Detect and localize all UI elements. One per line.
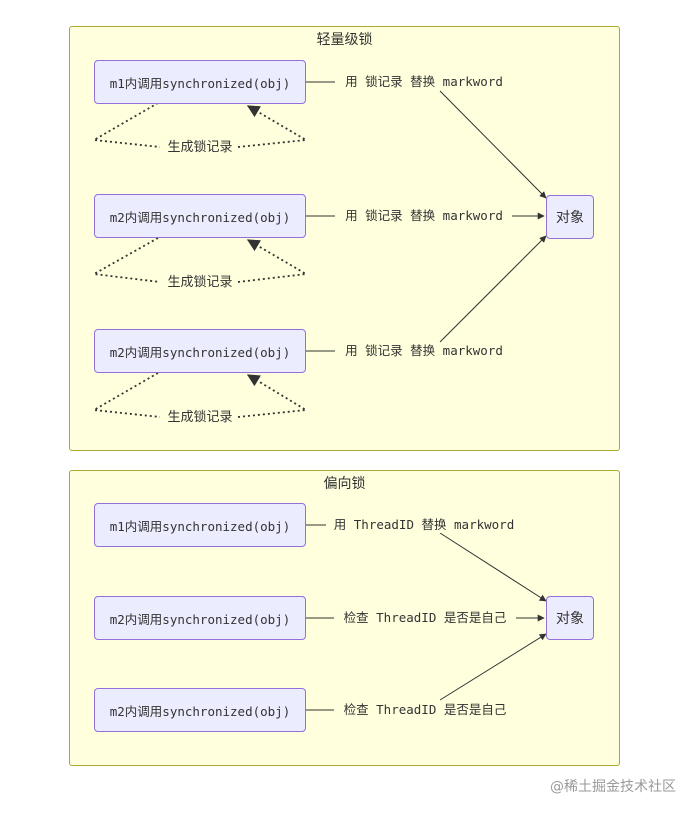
- b-call-label-1: m1内调用synchronized(obj): [109, 518, 291, 534]
- self-loop-2-r: [237, 239, 309, 283]
- edge-b-1-b: [439, 532, 547, 602]
- watermark: @稀土掘金技术社区: [550, 779, 676, 795]
- biased-edges: [306, 524, 547, 711]
- lw-call-label-3: m2内调用synchronized(obj): [109, 344, 291, 360]
- self-loop-1-r: [237, 105, 309, 148]
- self-loop-3-r: [237, 374, 309, 418]
- lw-replace-label-1: 用 锁记录 替换 markword: [344, 74, 504, 90]
- lw-call-node-1: m1内调用synchronized(obj): [94, 60, 306, 104]
- b-call-node-3: m2内调用synchronized(obj): [94, 688, 306, 732]
- lightweight-lock-title: 轻量级锁: [316, 32, 373, 48]
- lw-self-loop-label-2: 生成锁记录: [166, 275, 234, 291]
- b-call-node-1: m1内调用synchronized(obj): [94, 503, 306, 547]
- lightweight-edges: [91, 81, 547, 418]
- self-loop-2: [91, 237, 161, 283]
- b-call-label-2: m2内调用synchronized(obj): [109, 611, 291, 627]
- b-edge-label-1: 用 ThreadID 替换 markword: [332, 517, 516, 533]
- lw-object-label: 对象: [556, 210, 584, 226]
- lw-call-node-3: m2内调用synchronized(obj): [94, 329, 306, 373]
- lw-call-label-1: m1内调用synchronized(obj): [109, 75, 291, 91]
- lw-object-node: 对象: [546, 195, 594, 239]
- edge-lw-1-b: [439, 90, 547, 199]
- lw-call-label-2: m2内调用synchronized(obj): [109, 209, 291, 225]
- b-edge-label-3: 检查 ThreadID 是否是自己: [342, 702, 508, 718]
- lw-self-loop-label-3: 生成锁记录: [166, 410, 234, 426]
- b-object-node: 对象: [546, 596, 594, 640]
- edge-b-3-b: [439, 633, 547, 701]
- b-call-label-3: m2内调用synchronized(obj): [109, 703, 291, 719]
- self-loop-3: [91, 372, 161, 418]
- lw-replace-label-3: 用 锁记录 替换 markword: [344, 343, 504, 359]
- self-loop-1: [91, 102, 161, 148]
- lw-self-loop-label-1: 生成锁记录: [166, 140, 234, 156]
- b-object-label: 对象: [556, 611, 584, 627]
- lw-replace-label-2: 用 锁记录 替换 markword: [344, 208, 504, 224]
- biased-lock-title: 偏向锁: [323, 476, 366, 492]
- lw-call-node-2: m2内调用synchronized(obj): [94, 194, 306, 238]
- b-edge-label-2: 检查 ThreadID 是否是自己: [342, 610, 508, 626]
- b-call-node-2: m2内调用synchronized(obj): [94, 596, 306, 640]
- edge-lw-3-b: [439, 235, 547, 343]
